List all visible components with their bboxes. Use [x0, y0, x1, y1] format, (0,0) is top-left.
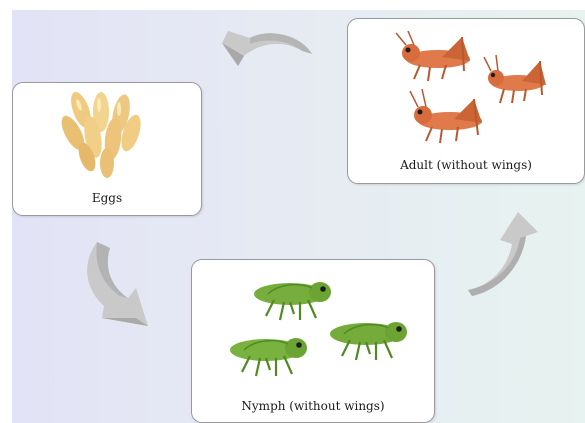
nymph-card: Nymph (without wings)	[191, 259, 435, 423]
adult-card: Adult (without wings)	[347, 18, 585, 184]
adult-grasshopper-icon	[396, 31, 470, 81]
eggs-card: Eggs	[12, 82, 202, 216]
nymph-grasshopper-icon	[330, 322, 407, 360]
adult-grasshopper-icon	[410, 89, 482, 143]
nymph-grasshopper-icon	[254, 282, 331, 320]
eggs-label: Eggs	[13, 191, 201, 205]
nymph-grasshopper-icon	[230, 338, 307, 376]
nymph-grasshoppers-icon	[192, 260, 434, 422]
adult-label: Adult (without wings)	[348, 158, 584, 172]
adult-grasshopper-icon	[484, 55, 546, 103]
nymph-label: Nymph (without wings)	[192, 399, 434, 413]
